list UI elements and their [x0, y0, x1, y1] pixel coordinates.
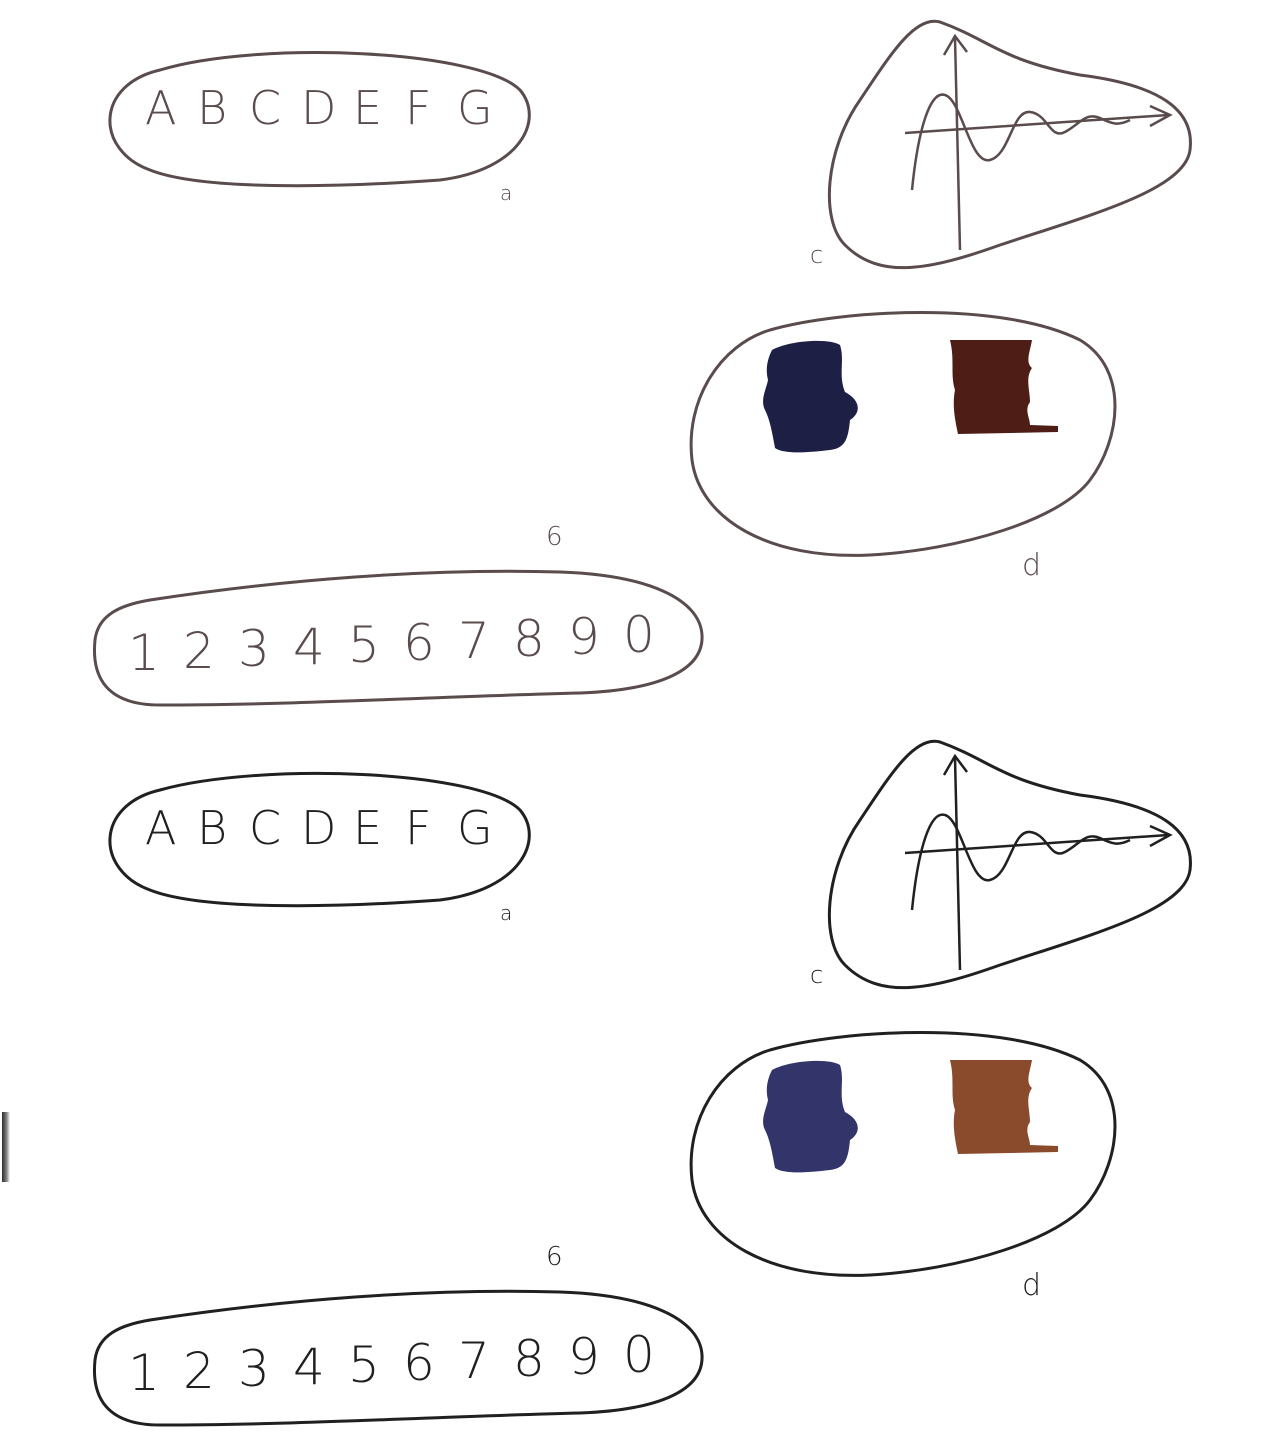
digit-char: 7 — [458, 612, 490, 670]
swatch-navy — [763, 340, 858, 453]
graph-blob — [827, 739, 1192, 990]
digit-char: 2 — [183, 1342, 215, 1400]
digit-char: 9 — [568, 1328, 600, 1386]
label-d: d — [1022, 548, 1041, 583]
label-a: a — [500, 181, 512, 205]
letter-char: G — [457, 81, 493, 135]
swatches-group: d — [689, 1031, 1117, 1303]
y-axis-arrow — [942, 753, 968, 776]
letter-char: B — [197, 801, 227, 855]
digit-char: 0 — [623, 606, 655, 664]
digit-char: 1 — [128, 624, 160, 682]
numbers-ellipse — [93, 1289, 704, 1427]
swatch-brown — [950, 340, 1058, 434]
digit-char: 8 — [513, 610, 545, 668]
x-axis-arrow — [1149, 824, 1173, 848]
x-axis — [904, 833, 1169, 855]
letter-char: C — [249, 81, 281, 135]
label-d: d — [1022, 1268, 1041, 1303]
letter-char: F — [405, 81, 431, 135]
swatches-group: d — [689, 311, 1117, 583]
letter-char: D — [301, 81, 336, 135]
digit-char: 5 — [348, 1336, 380, 1394]
damped-wave — [910, 813, 1131, 911]
letter-char: A — [145, 801, 176, 855]
digit-char: 2 — [183, 622, 215, 680]
label-b: 6 — [546, 522, 563, 552]
letter-char: B — [197, 81, 227, 135]
digit-char: 9 — [568, 608, 600, 666]
digit-char: 0 — [623, 1326, 655, 1384]
swatches-blob — [689, 311, 1117, 557]
graph-group: c — [810, 739, 1192, 990]
letter-char: F — [405, 801, 431, 855]
y-axis — [953, 757, 962, 971]
label-c: c — [810, 961, 823, 989]
letters-ellipse — [108, 771, 531, 908]
numbers-ellipse — [93, 569, 704, 707]
digit-char: 4 — [293, 1338, 325, 1396]
y-axis — [953, 37, 962, 251]
x-axis-arrow — [1149, 104, 1173, 128]
y-axis-arrow — [942, 33, 968, 56]
swatch-brown — [950, 1060, 1058, 1154]
x-axis — [904, 113, 1169, 135]
digit-char: 5 — [348, 616, 380, 674]
digit-char: 8 — [513, 1330, 545, 1388]
letter-char: D — [301, 801, 336, 855]
graph-group: c — [810, 19, 1192, 270]
letter-char: G — [457, 801, 493, 855]
letter-char: C — [249, 801, 281, 855]
letter-char: E — [353, 81, 382, 135]
digit-char: 4 — [293, 618, 325, 676]
swatch-navy — [763, 1060, 858, 1173]
swatches-blob — [689, 1031, 1117, 1277]
digit-char: 3 — [238, 1340, 270, 1398]
letter-char: A — [145, 81, 176, 135]
graph-blob — [827, 19, 1192, 270]
digit-char: 6 — [403, 614, 435, 672]
label-b: 6 — [546, 1242, 563, 1272]
label-a: a — [500, 901, 512, 925]
damped-wave — [910, 93, 1131, 191]
digit-char: 3 — [238, 620, 270, 678]
label-c: c — [810, 241, 823, 269]
digit-char: 6 — [403, 1334, 435, 1392]
digit-char: 7 — [458, 1332, 490, 1390]
letter-char: E — [353, 801, 382, 855]
edge-shadow-mark — [2, 1112, 10, 1182]
letters-ellipse — [108, 51, 531, 188]
digit-char: 1 — [128, 1344, 160, 1402]
